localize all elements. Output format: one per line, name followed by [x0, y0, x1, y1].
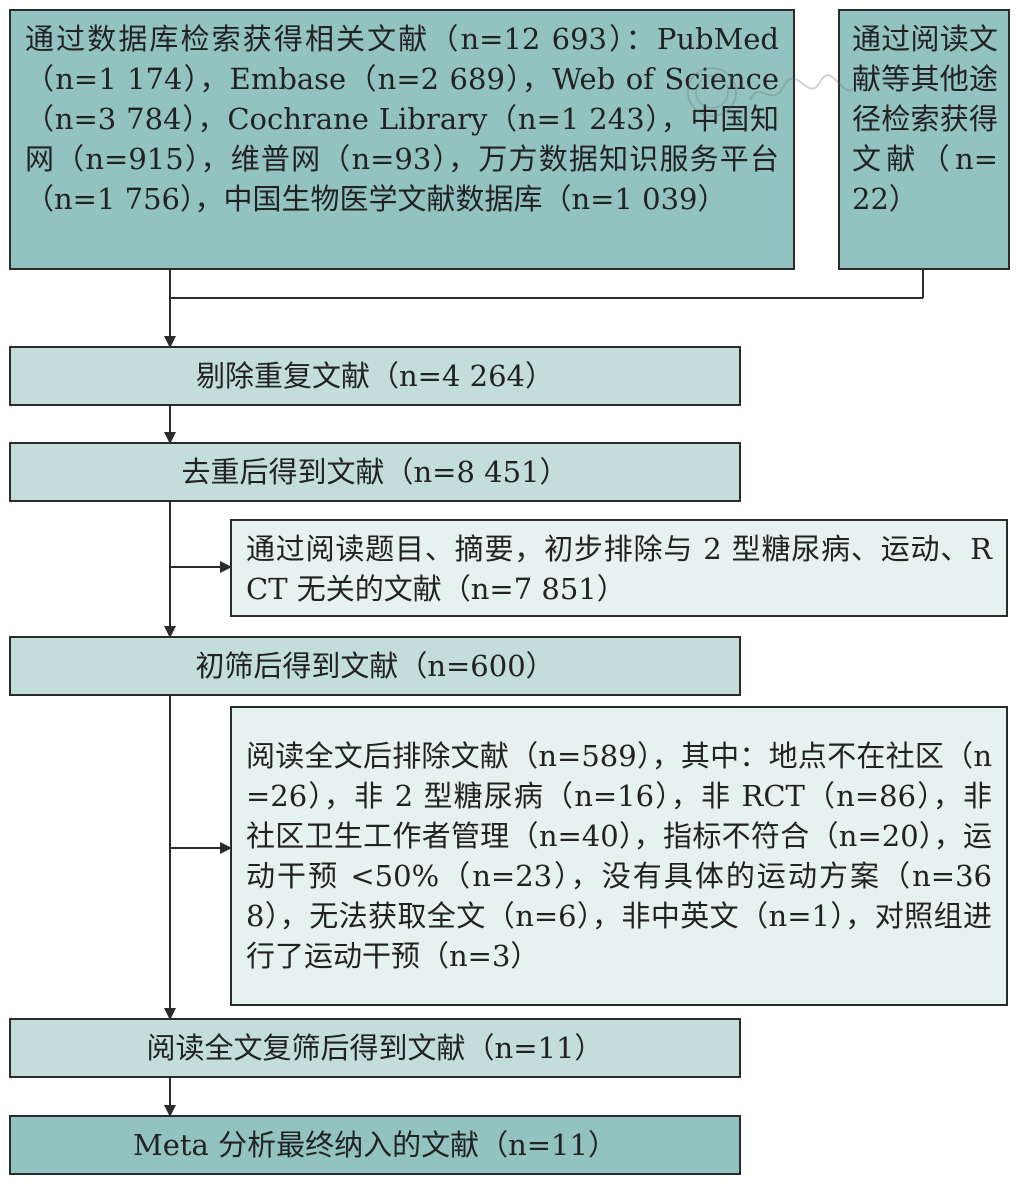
excluded-title-abstract-box: 通过阅读题目、摘要，初步排除与 2 型糖尿病、运动、RCT 无关的文献（n=7 …	[230, 519, 1008, 617]
watermark-seal-icon	[687, 67, 855, 117]
after-dedup-text: 去重后得到文献（n=8 451）	[181, 455, 569, 489]
database-search-text: 通过数据库检索获得相关文献（n=12 693）：PubMed（n=1 174），…	[25, 22, 779, 216]
meta-included-text: Meta 分析最终纳入的文献（n=11）	[133, 1128, 617, 1162]
after-dedup-box: 去重后得到文献（n=8 451）	[9, 442, 741, 502]
after-initial-screen-text: 初筛后得到文献（n=600）	[195, 649, 555, 683]
other-sources-text: 通过阅读文献等其他途径检索获得文献（n=22）	[852, 22, 998, 216]
duplicates-removed-text: 剔除重复文献（n=4 264）	[196, 359, 554, 393]
other-sources-box: 通过阅读文献等其他途径检索获得文献（n=22）	[838, 9, 1010, 270]
after-fulltext-box: 阅读全文复筛后得到文献（n=11）	[9, 1018, 741, 1078]
after-initial-screen-box: 初筛后得到文献（n=600）	[9, 636, 741, 696]
excluded-title-abstract-text: 通过阅读题目、摘要，初步排除与 2 型糖尿病、运动、RCT 无关的文献（n=7 …	[246, 532, 992, 606]
excluded-fulltext-box: 阅读全文后排除文献（n=589），其中：地点不在社区（n=26），非 2 型糖尿…	[230, 706, 1008, 1006]
duplicates-removed-box: 剔除重复文献（n=4 264）	[9, 346, 741, 406]
database-search-box: 通过数据库检索获得相关文献（n=12 693）：PubMed（n=1 174），…	[9, 9, 795, 270]
meta-included-box: Meta 分析最终纳入的文献（n=11）	[9, 1115, 741, 1175]
excluded-fulltext-text: 阅读全文后排除文献（n=589），其中：地点不在社区（n=26），非 2 型糖尿…	[246, 739, 992, 973]
after-fulltext-text: 阅读全文复筛后得到文献（n=11）	[146, 1031, 604, 1065]
